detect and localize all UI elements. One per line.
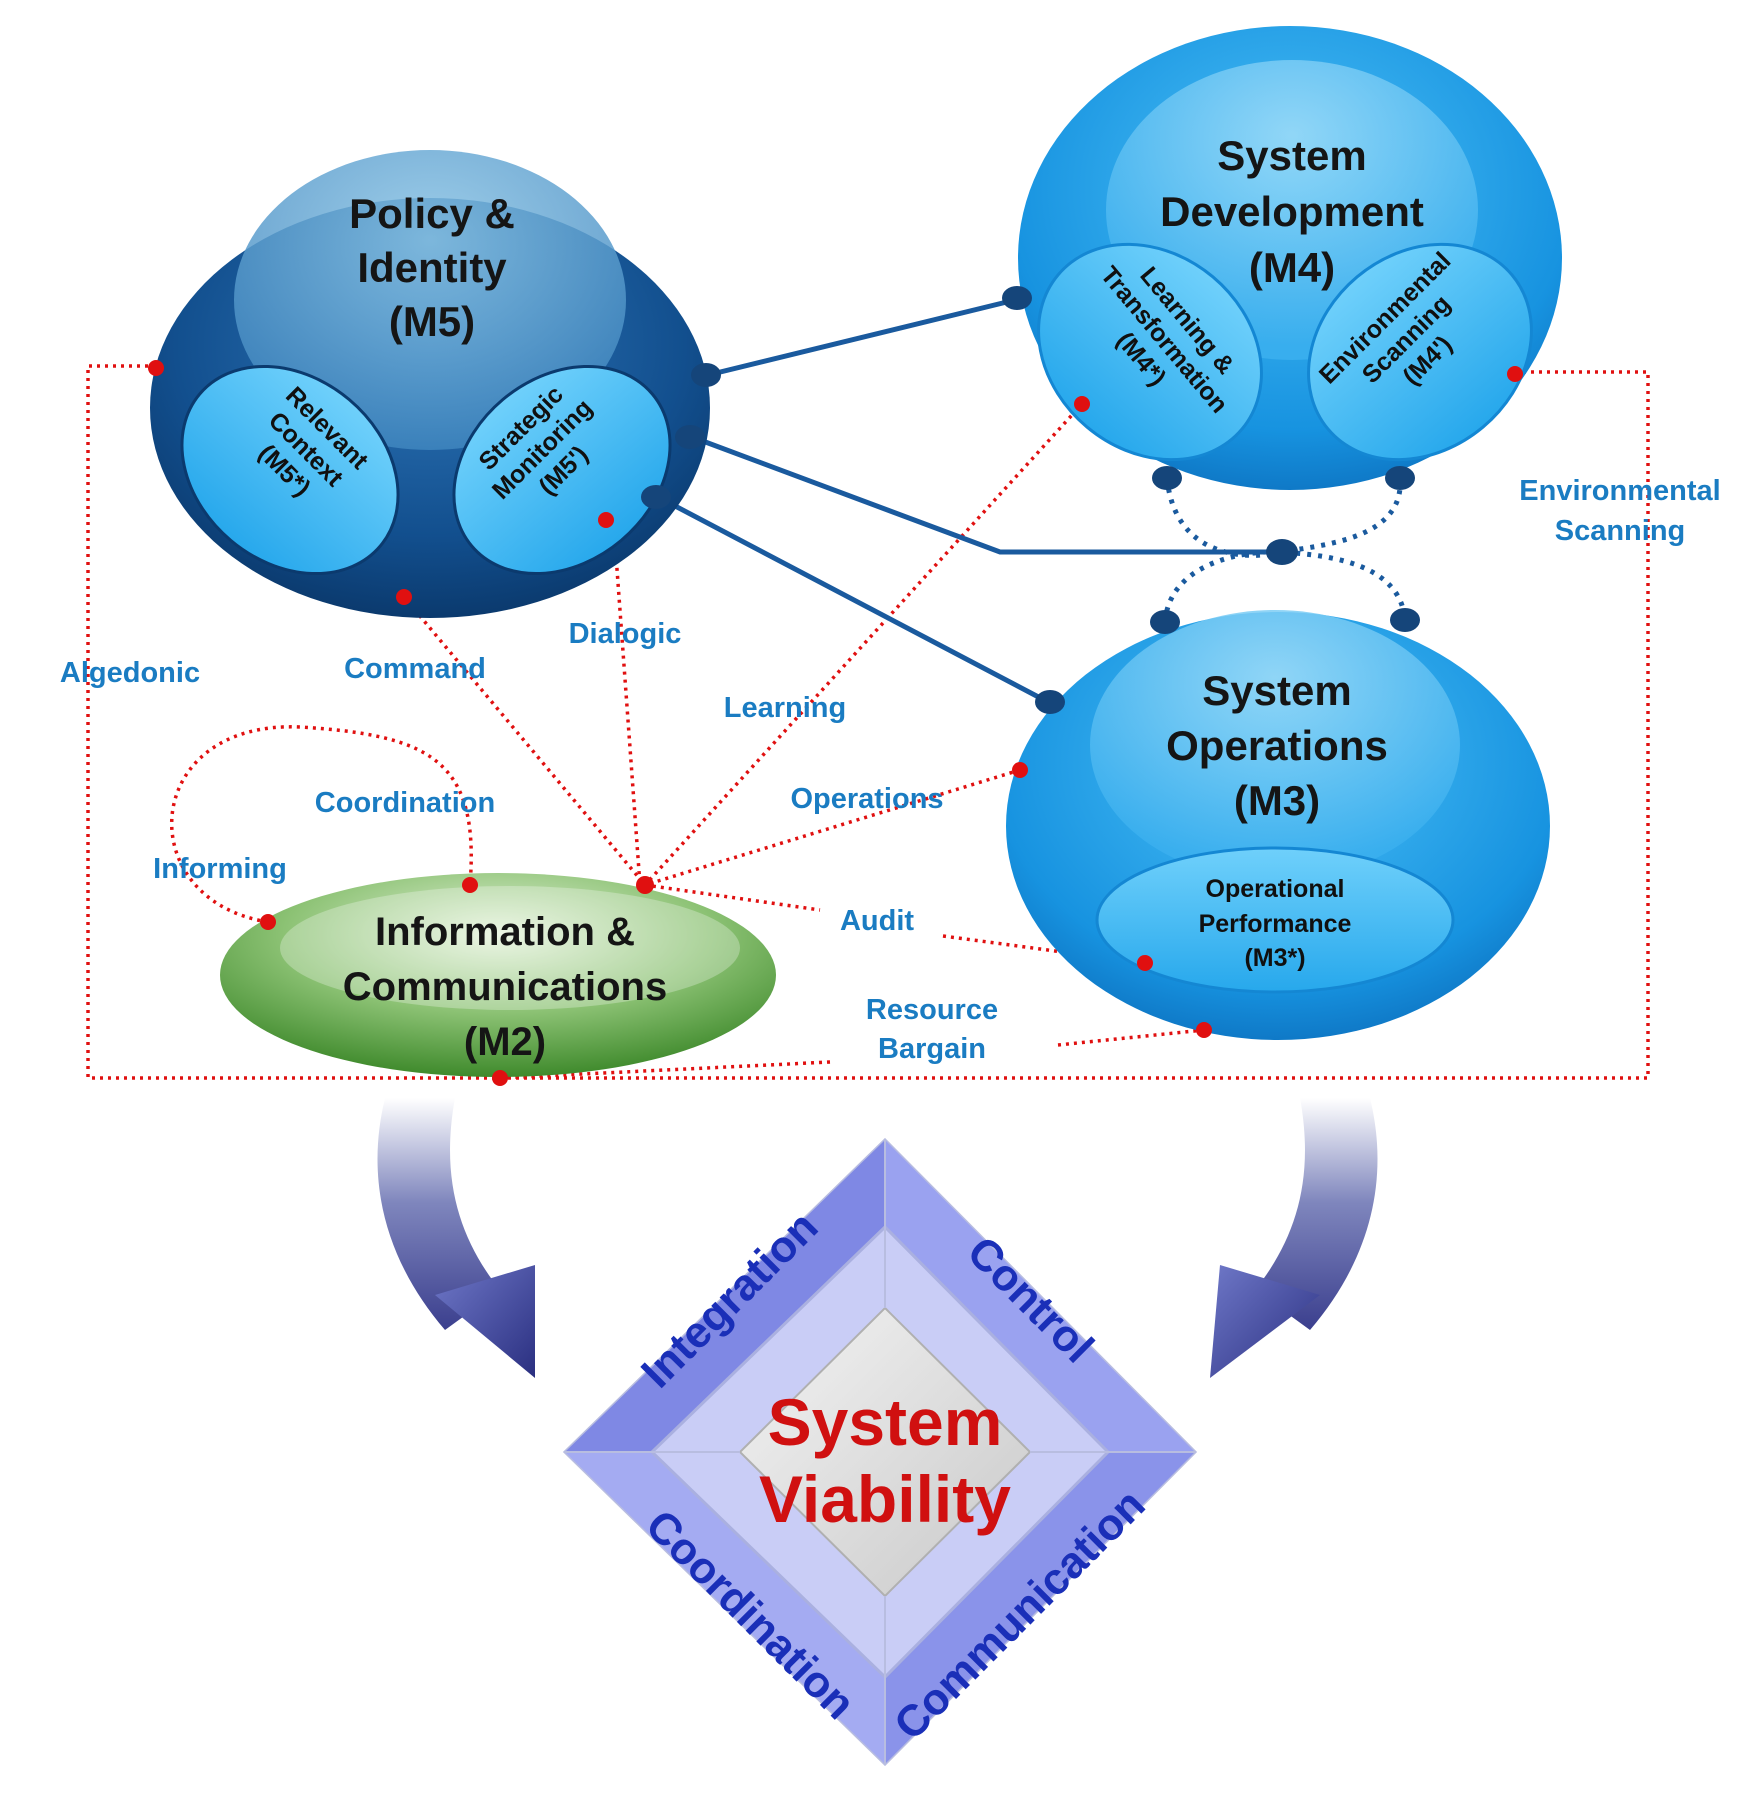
left-curved-arrow [377,1098,535,1378]
red-dot [1196,1022,1212,1038]
m4-title-line-1: System [1217,132,1366,179]
m3-arc [1162,549,1408,623]
label-learning: Learning [724,692,846,724]
blue-connectors [656,297,1282,705]
connector-dot [1152,466,1182,490]
red-link-lines [86,364,1650,1080]
red-dot [148,360,164,376]
m5-to-m4-connector [707,297,1016,378]
connector-dot [1266,539,1298,565]
m5-inner-ellipse [234,150,626,450]
m4-learning-ellipse [1037,242,1263,462]
m3-inner-ellipse [1090,610,1460,880]
m3-title-line-3: (M3) [1234,777,1320,824]
dialogic-link [612,527,642,886]
m4-environmental-ellipse [1307,242,1533,462]
m4-title-line-3: (M4) [1249,244,1335,291]
system-viability-diamond: Integration Control Coordination Communi… [562,1137,1198,1767]
red-dots [148,360,1523,1086]
connector-dot [1385,466,1415,490]
node-m2-information-communications: Information & Communications (M2) [220,873,776,1077]
right-arrowhead [1210,1265,1320,1378]
left-arrow-shaft [377,1098,500,1330]
red-dot [1137,955,1153,971]
label-algedonic: Algedonic [60,657,200,689]
m5-title-line-2: Identity [357,244,507,291]
red-dot [462,877,478,893]
m5-title-line-3: (M5) [389,298,475,345]
red-dot [260,914,276,930]
label-audit: Audit [840,905,914,937]
m2-title-line-2: Communications [343,965,667,1009]
connector-dot [1035,690,1065,714]
m3-title-line-1: System [1202,667,1351,714]
node-m3-system-operations: System Operations (M3) Operational Perfo… [1006,610,1550,1040]
connector-dot [641,485,671,509]
right-arrow-shaft [1255,1098,1378,1330]
m2-title-line-1: Information & [375,910,635,954]
m2-outer-ellipse [220,873,776,1077]
m2-title-line-3: (M2) [464,1020,546,1064]
connector-dot [1150,610,1180,634]
left-arrowhead [435,1265,535,1378]
m3-sub-line-1: Operational [1206,875,1345,903]
label-resource-bargain-line-2: Bargain [878,1033,986,1065]
resource-bargain-link [1057,1028,1205,1047]
flow-labels: Algedonic Command Dialogic Learning Coor… [60,475,1721,1065]
diamond-band-bottom-right [885,1452,1195,1764]
connector-dot [1390,608,1420,632]
m3-sub-line-2: Performance [1199,910,1352,938]
red-dot [492,1070,508,1086]
hub-dotted-arcs [1162,477,1408,623]
label-resource-bargain-line-1: Resource [866,994,998,1026]
audit-link [644,883,821,912]
label-informing: Informing [153,853,287,885]
label-operations: Operations [790,783,943,815]
diamond-band-top-right [885,1140,1195,1452]
m5-to-hub-connector [691,434,1282,555]
m3-operational-performance-ellipse [1095,846,1455,994]
core-text-line-2: Viability [759,1462,1011,1536]
core-text-line-1: System [768,1385,1003,1459]
red-dot [598,512,614,528]
m5-strategic-monitoring-ellipse [452,364,672,576]
right-curved-arrow [1210,1098,1378,1378]
label-environmental-scanning-line-1: Environmental [1519,475,1720,507]
label-dialogic: Dialogic [569,618,682,650]
m2-highlight-ellipse [280,886,740,1010]
connector-dots [641,286,1420,714]
m3-sub-line-3: (M3*) [1244,944,1305,972]
diamond-band-top-left [565,1140,885,1452]
red-dot [396,589,412,605]
label-command: Command [344,653,486,685]
command-link [402,595,647,887]
red-dot [1507,366,1523,382]
m5-title-line-1: Policy & [349,190,515,237]
connector-dot [675,425,705,449]
red-dot [1074,396,1090,412]
m4-title-line-2: Development [1160,188,1424,235]
red-dot [636,876,654,894]
label-coordination: Coordination [315,787,495,819]
m4-arc [1164,477,1403,558]
node-m5-policy-identity: Policy & Identity (M5) Relevant Context … [150,150,710,618]
m5-to-m3-connector [656,494,1050,705]
connector-dot [691,363,721,387]
label-environmental-scanning-line-2: Scanning [1555,515,1686,547]
red-dot [1012,762,1028,778]
m3-title-line-2: Operations [1166,722,1388,769]
diamond-band-bottom-left [565,1452,885,1764]
connector-dot [1002,286,1032,310]
m5-relevant-context-ellipse [180,364,400,576]
node-m4-system-development: System Development (M4) Learning & Trans… [1018,26,1562,490]
algedonic-loop [86,364,1650,1080]
operations-link [644,768,1021,887]
